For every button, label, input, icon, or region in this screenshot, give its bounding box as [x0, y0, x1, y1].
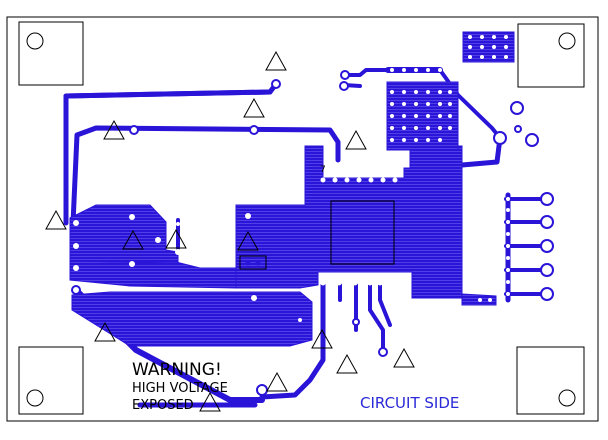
mounting-pad-bottom-left — [18, 346, 84, 415]
ic-outline-icon — [330, 200, 395, 265]
mounting-pad-top-left — [18, 21, 84, 86]
via-icon — [525, 133, 539, 147]
mounting-pad-top-right — [517, 23, 585, 88]
via-icon — [540, 192, 554, 206]
hazard-triangle-icon — [122, 229, 144, 250]
via-icon — [493, 131, 507, 145]
via-icon — [71, 285, 81, 295]
hazard-triangle-icon — [103, 119, 125, 140]
hazard-triangle-icon — [265, 50, 287, 71]
hazard-triangle-icon — [311, 328, 333, 349]
via-icon — [510, 101, 524, 115]
hazard-triangle-icon — [237, 230, 259, 251]
hazard-triangle-icon — [345, 129, 367, 150]
small-component — [239, 255, 267, 270]
mounting-hole-icon — [26, 32, 44, 50]
mounting-hole-icon — [558, 32, 576, 50]
hazard-triangle-icon — [243, 97, 265, 118]
circuit-side-label: CIRCUIT SIDE — [360, 394, 459, 412]
via-icon — [540, 287, 554, 301]
via-icon — [540, 263, 554, 277]
via-icon — [378, 347, 388, 357]
pads — [73, 35, 510, 322]
copper-pours — [69, 31, 515, 347]
via-icon — [514, 125, 522, 133]
warning-line3: EXPOSED — [132, 398, 194, 413]
mounting-pad-bottom-right — [516, 346, 585, 415]
via-icon — [540, 215, 554, 229]
vias — [71, 70, 554, 396]
mounting-holes — [18, 21, 585, 415]
warning-line2: HIGH VOLTAGE — [132, 381, 228, 396]
pin-label: 7 — [320, 165, 326, 175]
hazard-triangle-icon — [266, 371, 288, 392]
via-icon — [129, 125, 139, 135]
hazard-triangle-icon — [94, 321, 116, 342]
hazard-triangle-icon — [393, 347, 415, 368]
mounting-hole-icon — [558, 389, 576, 407]
hazard-triangle-icon — [45, 209, 67, 230]
via-icon — [540, 239, 554, 253]
hazard-triangle-icon — [336, 353, 358, 374]
via-icon — [339, 81, 349, 91]
mounting-hole-icon — [26, 389, 44, 407]
hazard-triangle-icon — [199, 391, 221, 412]
hazard-triangle-icon — [165, 228, 187, 249]
hazard-triangles — [45, 50, 415, 412]
via-icon — [352, 318, 360, 326]
via-icon — [271, 79, 281, 89]
via-icon — [249, 125, 259, 135]
via-icon — [256, 384, 268, 396]
warning-title: WARNING! — [132, 360, 222, 380]
via-icon — [340, 70, 350, 80]
